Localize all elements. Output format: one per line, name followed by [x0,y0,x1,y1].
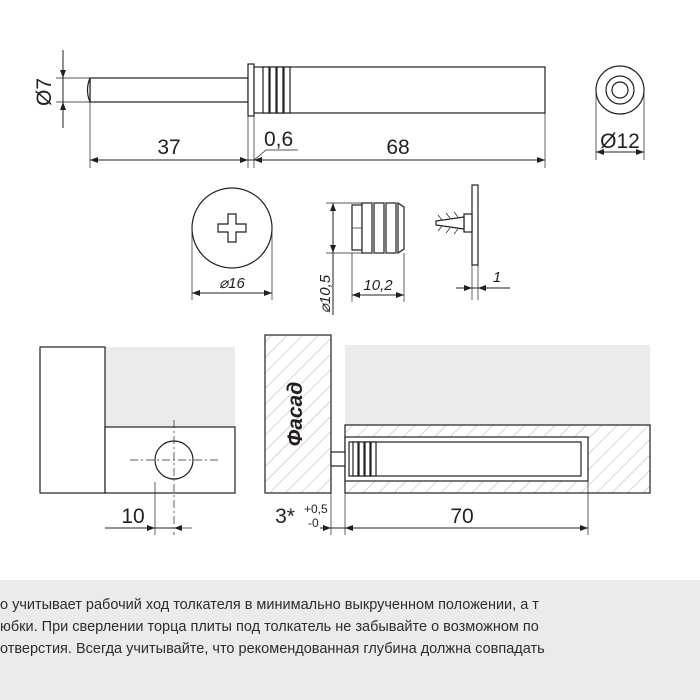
facade-panel [264,334,332,494]
collar-thickness-label: 0,6 [264,128,293,151]
body-length-label: 68 [386,136,409,159]
rod-diameter-dimension: Ø7 [33,50,90,128]
note-line: отверстия. Всегда учитывайте, что рекоме… [0,641,545,657]
plate-thickness-label: 1 [493,269,501,286]
carcass-background [345,345,650,425]
drill-depth-label: 70 [450,505,473,528]
pusher-collar [247,63,255,117]
gap-tolerance-lower: -0 [308,516,319,530]
pusher-body [253,66,546,114]
rod-diameter-label: Ø7 [33,78,56,106]
length-dimensions: 37 0,6 68 [89,102,546,168]
note-line: о учитывает рабочий ход толкателя в мини… [0,597,539,613]
installation-section-view: Фасад 3* +0,5 -0 70 [264,334,651,535]
note-line: юбки. При сверлении торца плиты под толк… [0,619,539,635]
sleeve-length-label: 10,2 [363,277,393,294]
pusher-rod [89,77,249,103]
sleeve-side-view: ⌀10,5 10,2 [317,201,405,315]
facade-label: Фасад [284,382,307,446]
cap-top-view: ⌀16 [191,187,273,300]
installed-pusher-body [348,441,582,477]
plate-side-view: 1 [435,184,510,300]
hole-position-view: 10 [39,346,236,535]
cabinet-panel [105,347,235,427]
technical-drawing: Ø7 37 0,6 68 Ø12 ⌀16 [33,50,651,535]
rod-length-label: 37 [157,136,180,159]
installation-note: о учитывает рабочий ход толкателя в мини… [0,580,700,700]
side-panel [39,346,106,494]
hole-offset-label: 10 [121,505,144,528]
pusher-side-view [86,63,546,117]
sleeve-diameter-label: ⌀10,5 [317,274,334,313]
thread-ribs [262,66,291,114]
installed-pusher-tip [330,451,346,467]
gap-tolerance-upper: +0,5 [304,502,328,516]
body-diameter-label: Ø12 [600,130,640,153]
pusher-end-view: Ø12 [595,65,645,160]
phillips-cross-icon [217,213,247,243]
rod-tip [86,77,91,103]
gap-label: 3* [275,505,295,528]
cap-diameter-label: ⌀16 [219,275,245,292]
